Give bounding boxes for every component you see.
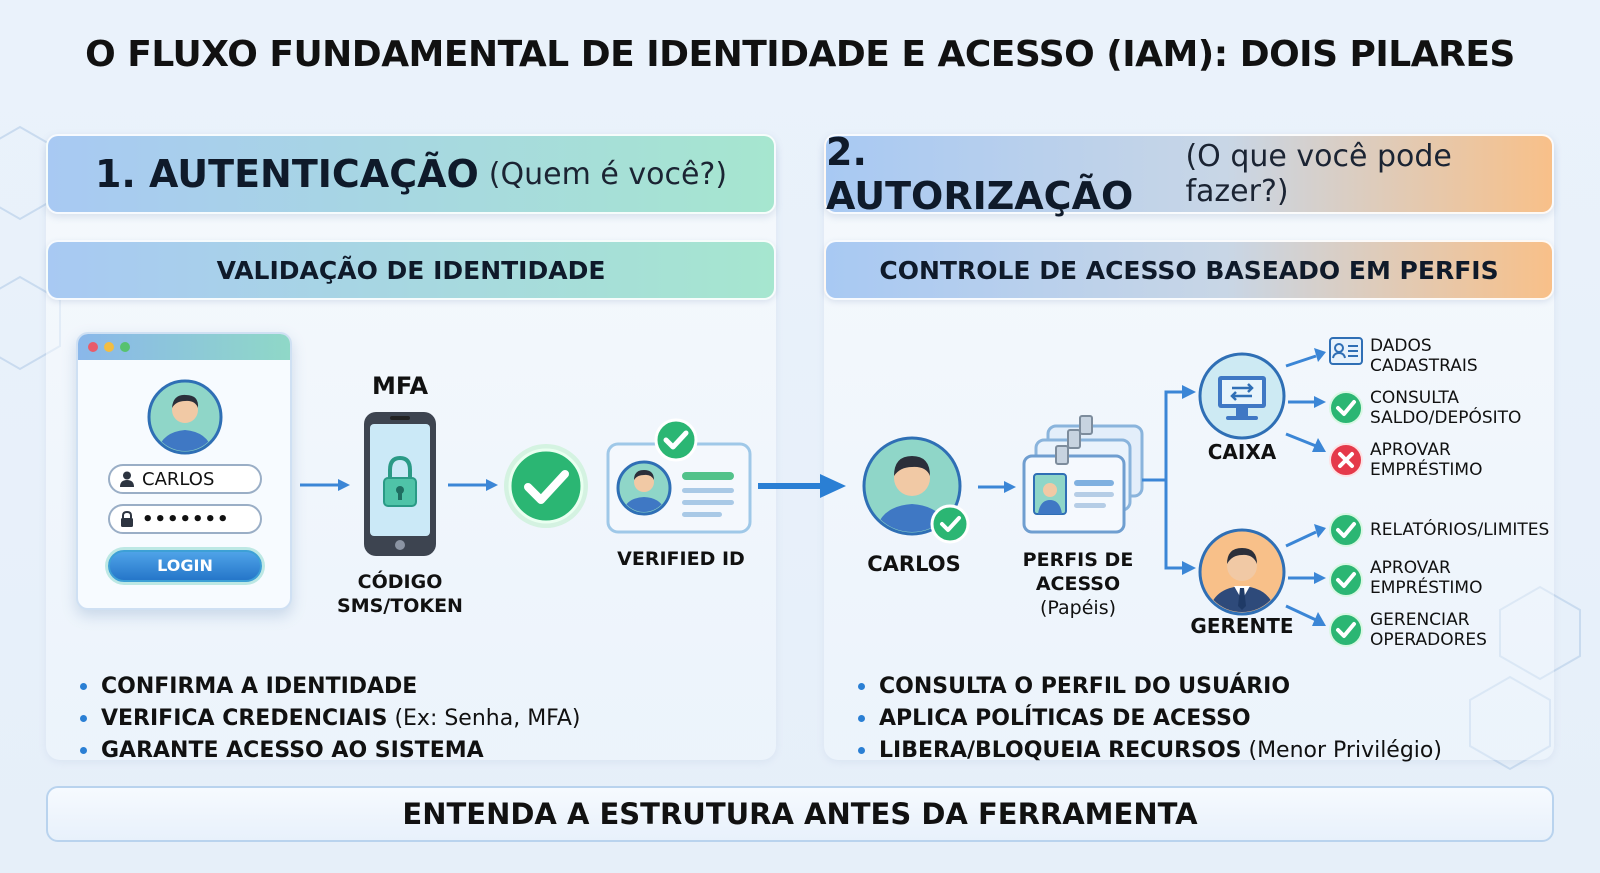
bullet-note: (Menor Privilégio) — [1248, 737, 1442, 763]
window-close-dot — [88, 342, 98, 352]
bullet-text: CONSULTA O PERFIL DO USUÁRIO — [879, 673, 1291, 699]
permission-label-line1: GERENCIAR — [1370, 610, 1470, 630]
permission-label-line1: RELATÓRIOS/LIMITES — [1370, 520, 1550, 540]
authentication-question: (Quem é você?) — [488, 156, 728, 192]
permission-label-line2: CADASTRAIS — [1370, 356, 1478, 376]
caixa-computer-icon — [1198, 352, 1286, 440]
profiles-label-line2: ACESSO — [1035, 573, 1121, 595]
authorization-question: (O que você pode fazer?) — [1185, 139, 1452, 209]
authentication-subheader: VALIDAÇÃO DE IDENTIDADE — [46, 240, 776, 300]
bullet-item: VERIFICA CREDENCIAIS(Ex: Senha, MFA) — [80, 702, 580, 734]
login-button[interactable]: LOGIN — [108, 550, 262, 582]
authentication-title: 1. AUTENTICAÇÃO — [94, 152, 479, 196]
arrow-right-icon — [978, 481, 1016, 493]
password-field[interactable]: ••••••• — [108, 504, 262, 534]
check-circle-icon — [1329, 513, 1363, 547]
authentication-bullets: CONFIRMA A IDENTIDADE VERIFICA CREDENCIA… — [80, 670, 580, 766]
authentication-header: 1. AUTENTICAÇÃO (Quem é você?) — [46, 134, 776, 214]
deny-x-circle-icon — [1329, 443, 1363, 477]
permission-label-line2: EMPRÉSTIMO — [1370, 578, 1483, 598]
mfa-label: MFA — [371, 372, 429, 400]
password-mask: ••••••• — [142, 508, 230, 530]
profiles-label: PERFIS DE ACESSO (Papéis) — [1008, 548, 1148, 620]
verified-id-card-icon — [606, 418, 752, 534]
permission-label-line1: APROVAR — [1370, 440, 1451, 460]
bullet-item: LIBERA/BLOQUEIA RECURSOS(Menor Privilégi… — [858, 734, 1442, 766]
user-avatar-icon — [147, 379, 223, 455]
arrow-right-icon — [300, 479, 350, 491]
permission-consulta-saldo: CONSULTA SALDO/DEPÓSITO — [1370, 388, 1521, 428]
check-circle-icon — [1329, 391, 1363, 425]
carlos-user-icon — [862, 436, 970, 544]
bullet-item: GARANTE ACESSO AO SISTEMA — [80, 734, 580, 766]
id-card-data-icon — [1329, 337, 1363, 365]
permission-aprovar-emprestimo-gerente: APROVAR EMPRÉSTIMO — [1370, 558, 1482, 598]
login-window: CARLOS ••••••• LOGIN — [76, 332, 292, 610]
permission-aprovar-emprestimo-caixa: APROVAR EMPRÉSTIMO — [1370, 440, 1482, 480]
profiles-label-line1: PERFIS DE — [1022, 549, 1134, 571]
branch-connector — [1142, 385, 1196, 575]
user-icon — [120, 471, 134, 487]
footer-banner: ENTENDA A ESTRUTURA ANTES DA FERRAMENTA — [46, 786, 1554, 842]
lock-icon — [121, 511, 133, 527]
authorization-title: 2. AUTORIZAÇÃO — [826, 130, 1134, 218]
bullet-dot-icon — [80, 682, 87, 690]
caixa-permission-arrows — [1285, 348, 1326, 452]
permission-dados-cadastrais: DADOS CADASTRAIS — [1370, 336, 1478, 376]
bullet-dot-icon — [858, 682, 865, 690]
bullet-text: APLICA POLÍTICAS DE ACESSO — [879, 705, 1251, 731]
window-titlebar — [78, 334, 290, 360]
permission-gerenciar-operadores: GERENCIAR OPERADORES — [1370, 610, 1487, 650]
mfa-caption-line2: SMS/TOKEN — [337, 595, 463, 617]
authz-user-label: CARLOS — [867, 552, 961, 576]
permission-relatorios-limites: RELATÓRIOS/LIMITES — [1370, 520, 1549, 540]
bullet-dot-icon — [858, 714, 865, 722]
gerente-manager-icon — [1198, 528, 1286, 616]
authorization-subheader: CONTROLE DE ACESSO BASEADO EM PERFIS — [824, 240, 1554, 300]
arrow-right-icon — [448, 479, 498, 491]
role-name-gerente: GERENTE — [1190, 614, 1294, 638]
authorization-bullets: CONSULTA O PERFIL DO USUÁRIO APLICA POLÍ… — [858, 670, 1442, 766]
bullet-item: APLICA POLÍTICAS DE ACESSO — [858, 702, 1442, 734]
bullet-item: CONSULTA O PERFIL DO USUÁRIO — [858, 670, 1442, 702]
bullet-dot-icon — [858, 746, 865, 754]
bullet-text: LIBERA/BLOQUEIA RECURSOS — [879, 737, 1242, 763]
username-field[interactable]: CARLOS — [108, 464, 262, 494]
permission-label-line1: CONSULTA — [1370, 388, 1460, 408]
big-arrow-right-icon — [758, 474, 846, 498]
page-title: O FLUXO FUNDAMENTAL DE IDENTIDADE E ACES… — [85, 34, 1515, 75]
verified-id-label: VERIFIED ID — [617, 548, 745, 570]
profile-cards-icon — [1022, 415, 1144, 534]
window-maximize-dot — [120, 342, 130, 352]
gerente-permission-arrows — [1285, 524, 1326, 626]
bullet-item: CONFIRMA A IDENTIDADE — [80, 670, 580, 702]
bullet-dot-icon — [80, 714, 87, 722]
permission-label-line2: EMPRÉSTIMO — [1370, 460, 1483, 480]
role-name-caixa: CAIXA — [1207, 440, 1277, 464]
check-circle-icon — [504, 444, 588, 528]
bullet-text: VERIFICA CREDENCIAIS — [101, 705, 388, 731]
smartphone-icon — [364, 412, 436, 556]
mfa-caption-line1: CÓDIGO — [357, 571, 443, 593]
permission-label-line2: OPERADORES — [1370, 630, 1487, 650]
authorization-header: 2. AUTORIZAÇÃO (O que você pode fazer?) — [824, 130, 1554, 218]
bullet-dot-icon — [80, 746, 87, 754]
permission-label-line1: APROVAR — [1370, 558, 1451, 578]
mfa-caption: CÓDIGO SMS/TOKEN — [330, 570, 470, 618]
check-circle-icon — [1329, 613, 1363, 647]
permission-label-line1: DADOS — [1370, 336, 1432, 356]
bullet-text: CONFIRMA A IDENTIDADE — [101, 673, 418, 699]
username-value: CARLOS — [142, 468, 215, 490]
permission-label-line2: SALDO/DEPÓSITO — [1370, 408, 1522, 428]
check-circle-icon — [1329, 563, 1363, 597]
window-minimize-dot — [104, 342, 114, 352]
bullet-note: (Ex: Senha, MFA) — [394, 705, 581, 731]
profiles-label-line3: (Papéis) — [1040, 597, 1116, 619]
bullet-text: GARANTE ACESSO AO SISTEMA — [101, 737, 484, 763]
